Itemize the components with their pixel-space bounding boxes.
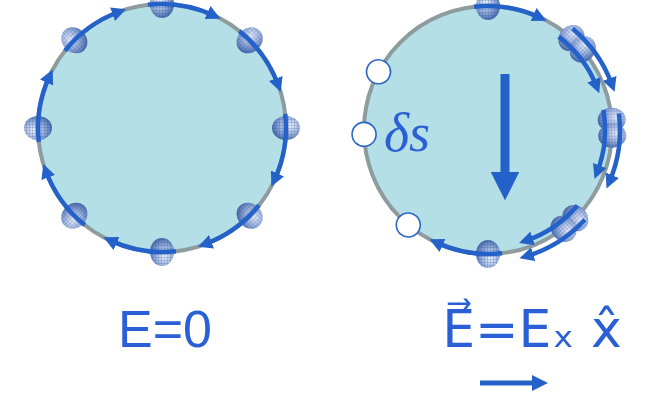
displacement-arrow xyxy=(501,74,510,186)
polarized-sphere xyxy=(352,0,628,270)
field-label: E⃗=Eₓ x̂ xyxy=(442,301,622,358)
metal-sphere xyxy=(24,0,300,266)
field-zero-label: E=0 xyxy=(118,301,212,358)
displacement-label: δs⃗ xyxy=(384,104,472,163)
field-arrow xyxy=(480,381,540,386)
